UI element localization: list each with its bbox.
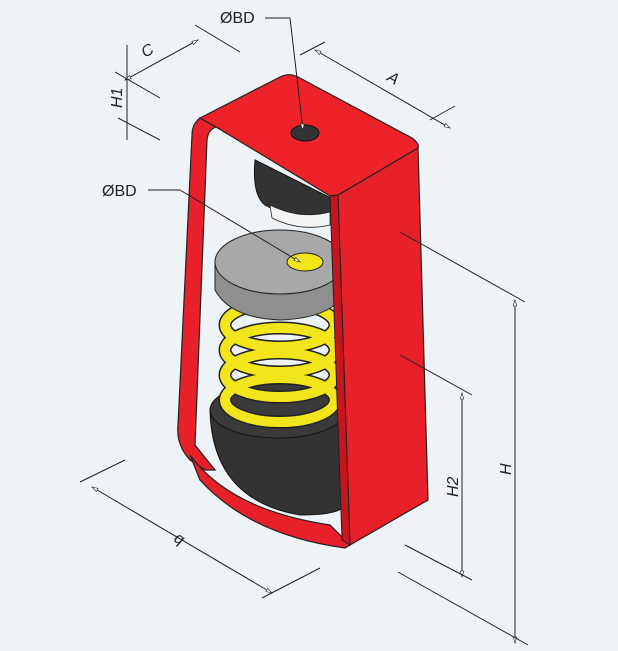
label-h2: H2 [445, 476, 462, 497]
label-h: H [498, 463, 515, 475]
stud [269, 204, 331, 228]
label-bore-top: ØBD [220, 10, 255, 27]
bracket [177, 117, 351, 549]
dimension-lines [79, 17, 529, 646]
bracket-left-panel [177, 117, 218, 471]
label-c: C [139, 41, 158, 62]
label-a: A [383, 68, 402, 89]
label-h1: H1 [109, 88, 126, 108]
top-bore-hole [290, 124, 320, 142]
washer [214, 229, 346, 321]
bracket-front-panel [337, 146, 429, 547]
label-bore-mid: ØBD [102, 183, 137, 200]
washer-bore [286, 252, 324, 272]
label-b: b [171, 530, 187, 549]
